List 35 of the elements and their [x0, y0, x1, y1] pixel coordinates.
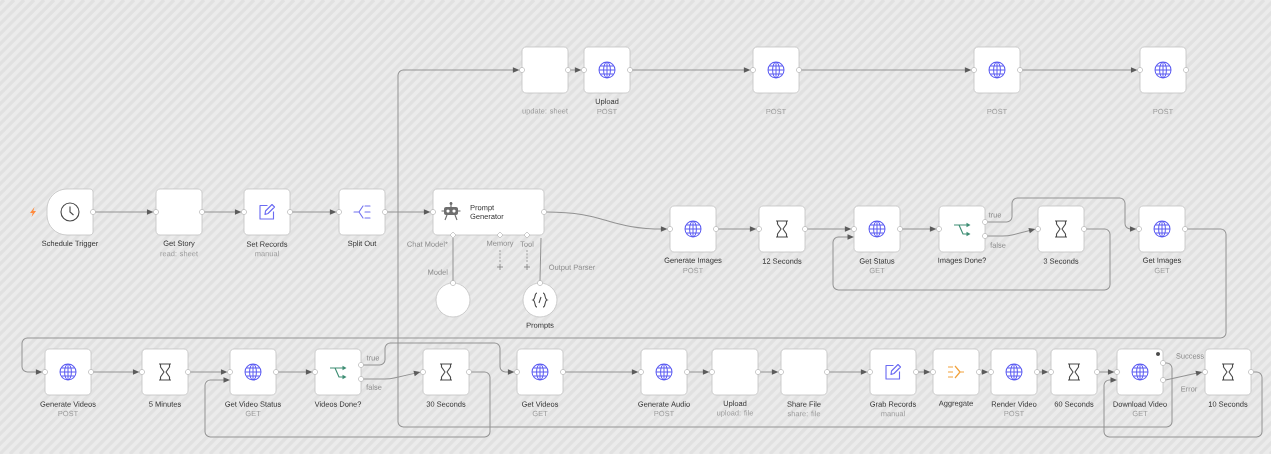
- connection-arrow: [760, 369, 779, 375]
- connection-arrow: [95, 209, 154, 215]
- connection-arrow: [397, 67, 1173, 428]
- connection-arrow: [1165, 370, 1203, 381]
- connection-arrow: [829, 369, 868, 375]
- connection-arrow: [987, 227, 1036, 237]
- connection-arrow: [632, 67, 751, 73]
- connection-arrow: [387, 209, 431, 215]
- connection-arrow: [546, 211, 668, 232]
- connection-arrow: [1039, 369, 1049, 375]
- connection-arrow: [1099, 369, 1115, 375]
- connection-arrow: [981, 369, 989, 375]
- connection-arrow: [565, 369, 639, 375]
- connection-line: [539, 237, 542, 281]
- connection-arrow: [190, 369, 228, 375]
- connection-arrow: [902, 226, 937, 232]
- connection-arrow: [363, 370, 421, 380]
- connection-arrow: [21, 228, 1227, 375]
- connection-arrow: [689, 369, 710, 375]
- connection-arrow: [832, 228, 1111, 291]
- connection-arrow: [204, 371, 491, 438]
- connection-arrow: [292, 209, 337, 215]
- connection-arrow: [278, 369, 313, 375]
- connection-arrow: [801, 67, 972, 73]
- connection-arrow: [363, 342, 515, 375]
- connection-arrow: [987, 197, 1137, 232]
- connection-arrow: [918, 369, 931, 375]
- connection-arrow: [807, 226, 852, 232]
- connection-arrow: [1022, 67, 1138, 73]
- connection-arrow: [1103, 371, 1263, 438]
- connection-line: [452, 237, 454, 281]
- connection-arrow: [570, 67, 582, 73]
- connection-arrow: [204, 209, 242, 215]
- connection-arrow: [718, 226, 757, 232]
- connection-arrow: [93, 369, 140, 375]
